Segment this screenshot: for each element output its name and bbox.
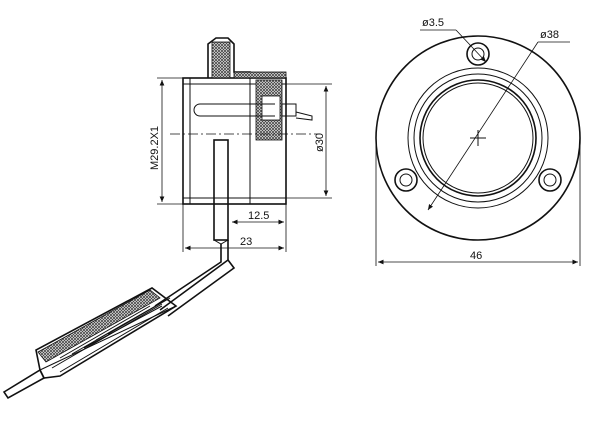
flange-outer xyxy=(375,35,581,241)
mounting-hole-left xyxy=(394,168,418,192)
overall-length-label: 23 xyxy=(240,236,252,248)
dim-flange-width: 46 xyxy=(375,140,581,266)
dim-flange-diameter: ø38 xyxy=(427,29,570,211)
flange-width-label: 46 xyxy=(470,250,482,262)
body-diameter-label: ø30 xyxy=(314,133,326,152)
side-vertical-pin xyxy=(213,139,229,241)
front-view: ø3.5 ø38 46 xyxy=(375,17,581,266)
bore xyxy=(419,79,537,197)
mounting-hole-right xyxy=(538,168,562,192)
flange-diameter-label: ø38 xyxy=(540,29,559,41)
side-view: M29.2X1 ø30 12.5 23 xyxy=(2,37,332,400)
dim-body-diameter: ø30 xyxy=(286,83,332,199)
dim-thread: M29.2X1 xyxy=(149,77,183,205)
inner-length-label: 12.5 xyxy=(248,210,269,222)
hole-diameter-label: ø3.5 xyxy=(422,17,444,29)
dim-hole-diameter: ø3.5 xyxy=(420,17,487,63)
mounting-hole-top xyxy=(466,42,490,66)
dim-inner-length: 12.5 xyxy=(232,204,287,252)
protective-cap xyxy=(2,287,178,400)
thread-label: M29.2X1 xyxy=(149,126,161,170)
dim-overall-length: 23 xyxy=(182,204,284,252)
